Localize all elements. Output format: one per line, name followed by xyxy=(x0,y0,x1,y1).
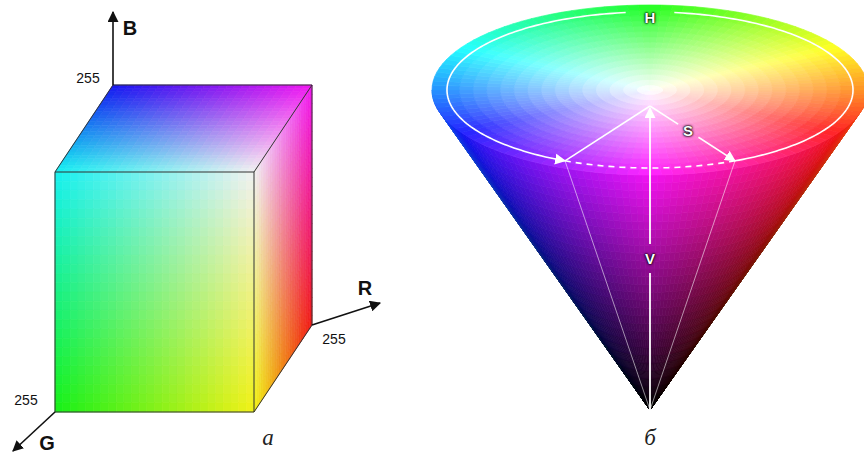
figure: B255R255255GHSVаб xyxy=(0,0,864,459)
